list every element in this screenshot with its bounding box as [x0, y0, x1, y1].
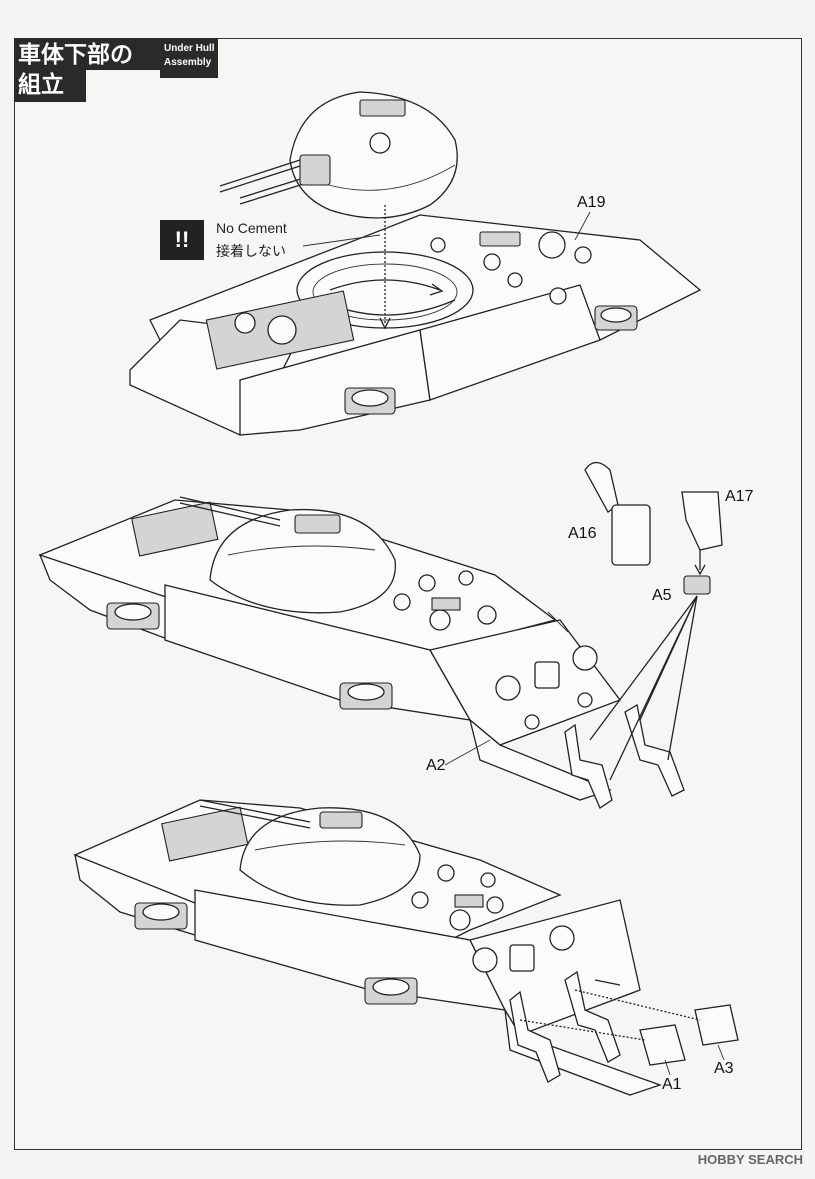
part-label-a2: A2	[426, 757, 446, 774]
page-title-en: Under Hull Assembly	[164, 42, 215, 70]
title-background-lower	[14, 38, 86, 102]
part-label-a3: A3	[714, 1060, 734, 1077]
watermark-text: HOBBY SEARCH	[697, 1152, 803, 1167]
part-label-a17: A17	[725, 488, 754, 505]
hull-diagram-bottom	[73, 799, 739, 1096]
part-label-a5: A5	[652, 587, 672, 604]
page-title-en-line1: Under Hull	[164, 43, 215, 54]
subtitle-background	[160, 38, 218, 78]
warning-text-jp: 接着しない	[216, 244, 286, 260]
part-label-a16: A16	[568, 525, 597, 542]
page-title-en-line2: Assembly	[164, 57, 212, 68]
part-label-a19: A19	[577, 194, 606, 211]
warning-text-en: No Cement	[216, 220, 287, 236]
hull-diagram-top	[129, 91, 702, 436]
warning-icon: !!	[160, 220, 204, 260]
page-title-jp: 車体下部の	[18, 42, 133, 68]
page-title-jp-line2: 組立	[18, 72, 64, 98]
hull-diagram-middle	[38, 461, 723, 809]
part-label-a1: A1	[662, 1076, 682, 1093]
